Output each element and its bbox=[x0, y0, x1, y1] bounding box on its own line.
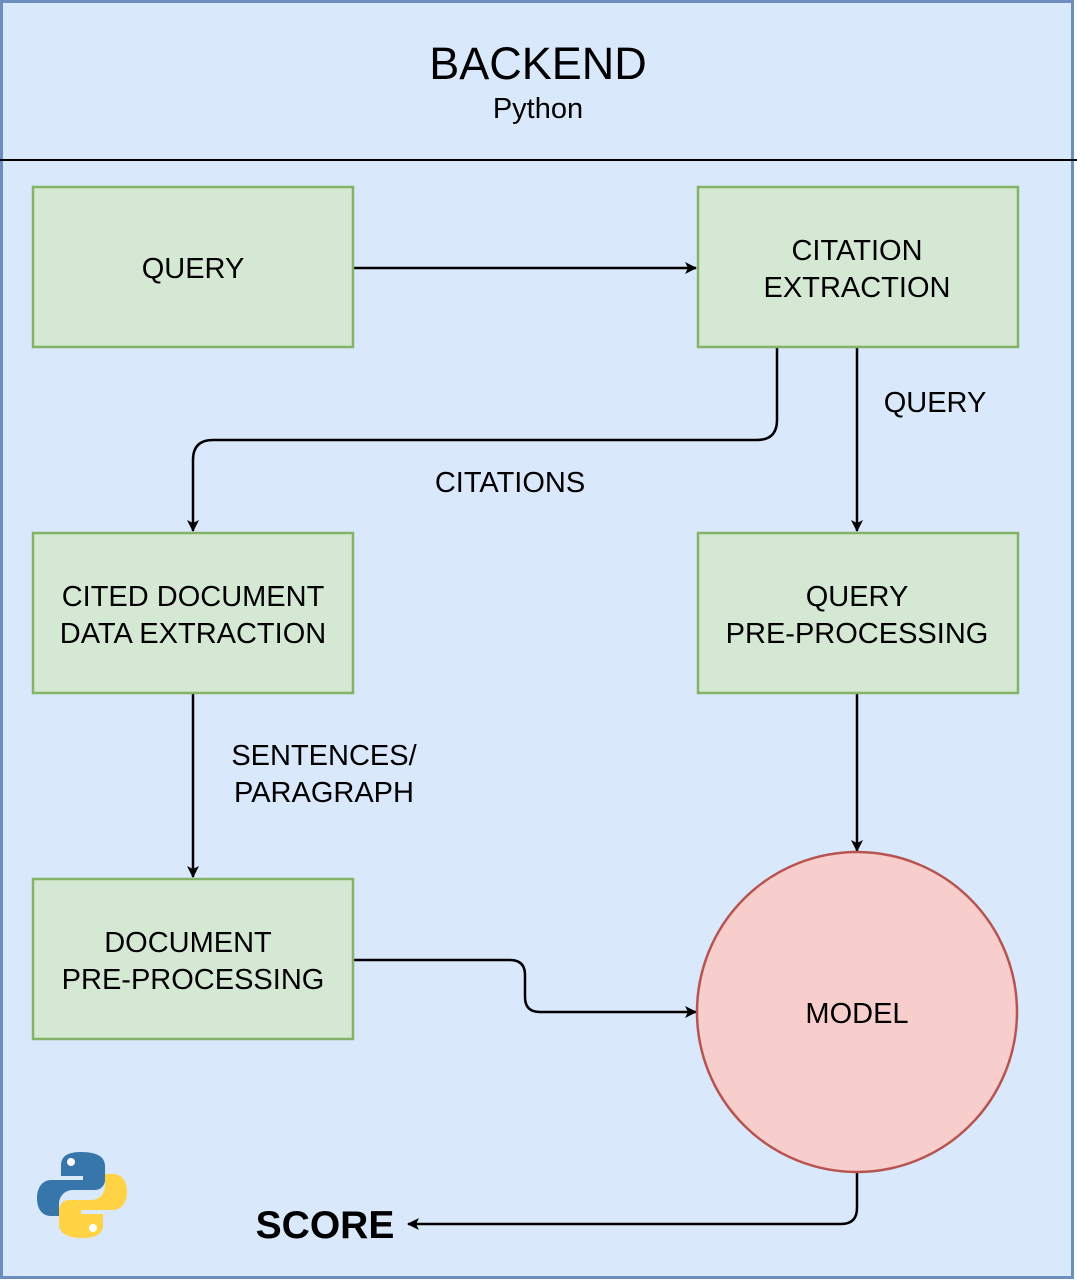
node-cited-document-label-line2: DATA EXTRACTION bbox=[60, 618, 326, 650]
node-query-label: QUERY bbox=[142, 253, 245, 285]
node-document-preprocessing-label-line2: PRE-PROCESSING bbox=[62, 964, 325, 996]
node-model-label: MODEL bbox=[805, 998, 908, 1030]
node-query-preprocessing-label-line2: PRE-PROCESSING bbox=[726, 618, 989, 650]
container-title: BACKEND bbox=[429, 38, 647, 89]
edge-label-paragraph: PARAGRAPH bbox=[234, 777, 414, 809]
output-score-label: SCORE bbox=[256, 1204, 395, 1247]
node-citation-extraction-label-line2: EXTRACTION bbox=[764, 272, 951, 304]
edge-label-sentences: SENTENCES/ bbox=[231, 740, 417, 772]
node-query-preprocessing: QUERY PRE-PROCESSING bbox=[696, 531, 1020, 695]
node-citation-extraction: CITATION EXTRACTION bbox=[696, 185, 1020, 349]
edge-label-citations: CITATIONS bbox=[435, 467, 585, 499]
node-query-preprocessing-label-line1: QUERY bbox=[806, 581, 909, 613]
node-citation-extraction-label-line1: CITATION bbox=[791, 235, 922, 267]
edge-citation-to-cited-document bbox=[187, 348, 779, 532]
edge-model-to-score bbox=[407, 1172, 859, 1230]
node-query: QUERY bbox=[31, 185, 355, 349]
python-logo-icon bbox=[37, 1152, 127, 1238]
container-subtitle: Python bbox=[493, 93, 583, 125]
node-document-preprocessing: DOCUMENT PRE-PROCESSING bbox=[31, 877, 355, 1041]
edge-document-preprocessing-to-model bbox=[353, 958, 697, 1018]
node-model: MODEL bbox=[695, 850, 1019, 1174]
node-document-preprocessing-label-line1: DOCUMENT bbox=[104, 927, 272, 959]
node-cited-document: CITED DOCUMENT DATA EXTRACTION bbox=[31, 531, 355, 695]
node-cited-document-label-line1: CITED DOCUMENT bbox=[62, 581, 325, 613]
edge-label-query: QUERY bbox=[884, 387, 987, 419]
